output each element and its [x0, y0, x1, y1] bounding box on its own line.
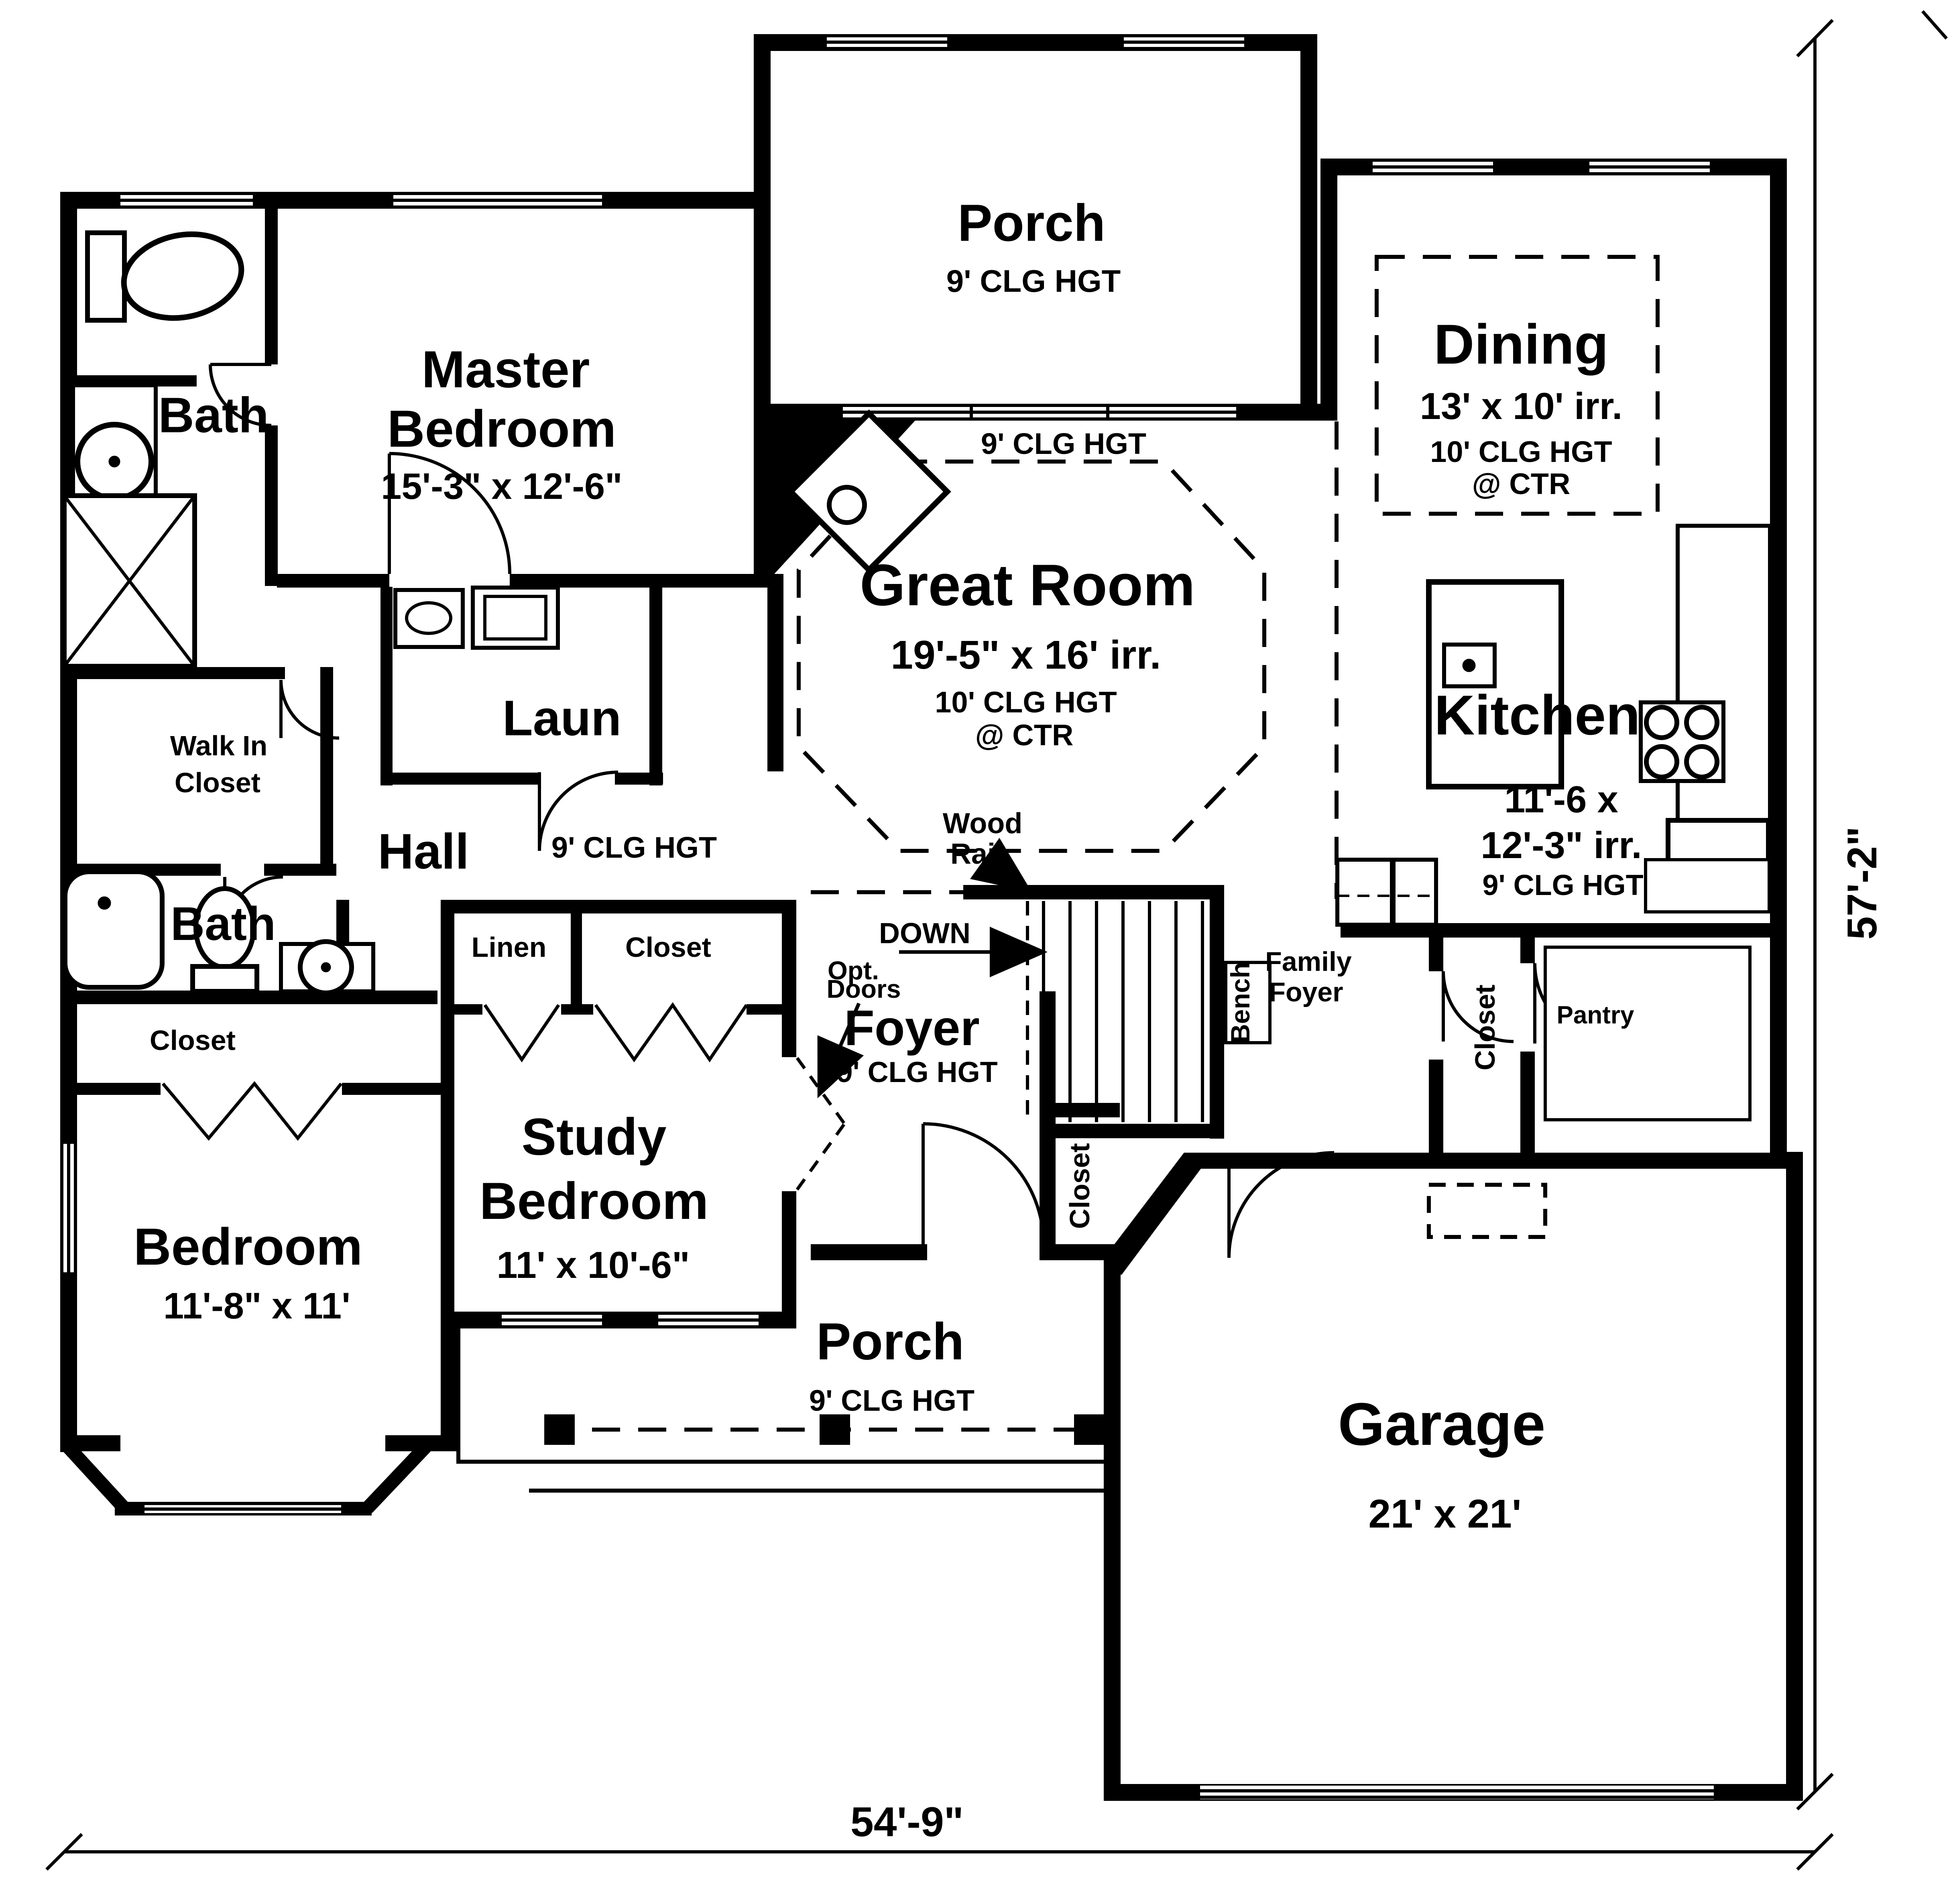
room-label-walkin-1: Walk In — [170, 730, 268, 761]
clg-label-dining: 10' CLG HGT — [1430, 435, 1612, 468]
annotation-down: DOWN — [879, 917, 970, 950]
clg-label-greatroom: 10' CLG HGT — [935, 686, 1117, 719]
base-cabinet — [1392, 858, 1438, 927]
optional-doors-dashed — [795, 1057, 846, 1191]
porch-post — [544, 1414, 575, 1445]
room-label-bath2: Bath — [170, 897, 276, 950]
base-cabinet — [1335, 858, 1394, 927]
annotation-doors: Doors — [826, 974, 901, 1003]
dims-label-kitchen-2: 12'-3" irr. — [1481, 824, 1642, 866]
room-label-linen: Linen — [471, 932, 547, 963]
fireplace — [771, 409, 951, 578]
room-label-walkin-2: Closet — [175, 767, 260, 798]
opt-doors-arrow — [817, 1003, 864, 1098]
annotation-rail: Rail — [950, 838, 1004, 870]
clg-label-foyer: 9' CLG HGT — [836, 1056, 998, 1088]
room-label-master-2: Bedroom — [387, 399, 616, 458]
room-label-porch-front: Porch — [816, 1312, 964, 1371]
room-label-hall: Hall — [378, 824, 469, 879]
kitchen-sink — [1442, 643, 1497, 688]
room-label-foyer-closet: Closet — [1064, 1143, 1095, 1229]
plumbing-fixtures — [62, 230, 1772, 1121]
clg-label-kitchen: 9' CLG HGT — [1482, 869, 1644, 901]
clg-label-hall: 9' CLG HGT — [551, 831, 717, 864]
tub-icon — [63, 869, 165, 990]
dims-label-study: 11' x 10'-6" — [496, 1244, 690, 1286]
room-label-porch-rear: Porch — [957, 193, 1106, 252]
room-label-master-1: Master — [421, 340, 590, 399]
annotation-opt: Opt. — [828, 956, 879, 985]
room-label-laundry: Laun — [502, 691, 622, 746]
windows — [63, 37, 1714, 1799]
dims-label-greatroom: 19'-5" x 16' irr. — [891, 633, 1161, 677]
ctr-label-dining: @ CTR — [1472, 467, 1571, 500]
toilet-icon — [85, 230, 127, 323]
room-label-hall-closet: Closet — [150, 1025, 236, 1056]
room-label-bedroom3: Bedroom — [133, 1217, 363, 1276]
annotation-wood: Wood — [942, 808, 1023, 840]
clg-label-porch-front: 9' CLG HGT — [809, 1384, 975, 1417]
room-label-dining: Dining — [1434, 313, 1609, 376]
room-label-bench: Bench — [1225, 962, 1255, 1043]
front-porch-details — [61, 1328, 1119, 1513]
dims-label-bedroom3: 11'-8" x 11' — [163, 1286, 350, 1326]
dimension-label-height: 57'-2" — [1839, 826, 1886, 940]
room-label-family-closet: Closet — [1469, 985, 1501, 1070]
room-label-study-2: Bedroom — [479, 1172, 709, 1230]
interior-walls — [60, 192, 1770, 1328]
pantry-shelf — [1544, 946, 1752, 1121]
room-label-study-1: Study — [521, 1107, 667, 1166]
clg-label-porch-rear: 9' CLG HGT — [946, 263, 1121, 299]
wood-rail-arrow — [970, 838, 1032, 892]
ctr-label-greatroom: @ CTR — [975, 718, 1074, 752]
dims-label-kitchen-1: 11'-6 x — [1504, 778, 1618, 820]
toilet-icon — [121, 231, 244, 321]
dims-label-garage: 21' x 21' — [1368, 1491, 1522, 1536]
dimension-label-width: 54'-9" — [850, 1799, 964, 1845]
ceiling-break-dashed — [546, 255, 1660, 1432]
porch-post — [1074, 1414, 1105, 1445]
room-label-family-foyer-2: Foyer — [1269, 977, 1343, 1007]
door-swings — [161, 363, 1615, 1258]
clg-label-greatroom-rear: 9' CLG HGT — [981, 427, 1147, 460]
dims-label-master: 15'-3" x 12'-6" — [381, 466, 623, 507]
room-label-garage: Garage — [1338, 1390, 1546, 1458]
room-label-kitchen: Kitchen — [1434, 683, 1640, 747]
room-label-study-closet: Closet — [625, 932, 711, 963]
porch-post — [820, 1414, 850, 1445]
room-label-master-bath: Bath — [158, 388, 269, 443]
room-label-foyer: Foyer — [844, 1001, 980, 1056]
room-label-family-foyer-1: Family — [1265, 946, 1352, 977]
counter — [1644, 858, 1771, 913]
annotation-arrows — [817, 838, 1048, 1098]
dims-label-dining: 13' x 10' irr. — [1420, 385, 1623, 427]
bench-seat — [1224, 961, 1272, 1044]
dimension-lines — [45, 10, 1948, 1871]
room-label-pantry: Pantry — [1556, 1001, 1634, 1029]
room-label-greatroom: Great Room — [860, 552, 1195, 618]
